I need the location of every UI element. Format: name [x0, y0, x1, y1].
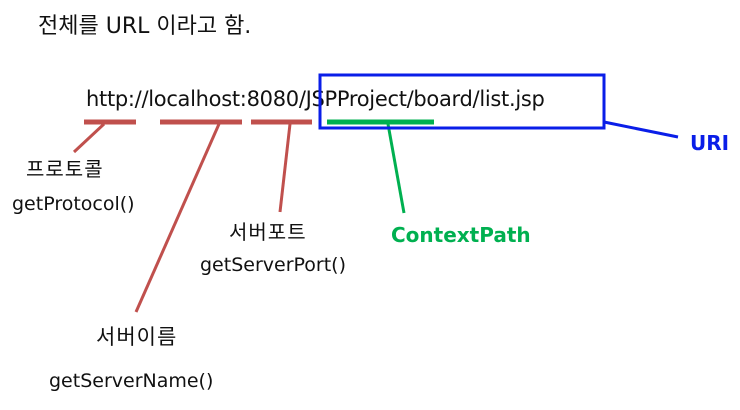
uri-connector	[603, 120, 679, 139]
server-port-label: 서버포트	[229, 220, 307, 244]
context-path-label: ContextPath	[391, 223, 531, 247]
protocol-connector	[72, 122, 106, 154]
server-name-method: getServerName()	[49, 370, 214, 392]
server-name-label: 서버이름	[96, 325, 178, 349]
diagram-title: 전체를 URL 이라고 함.	[38, 14, 252, 39]
uri-label: URI	[690, 131, 730, 155]
server-port-method: getServerPort()	[200, 254, 346, 276]
server-name-connector	[134, 123, 221, 313]
url-text: http://localhost:8080/JSPProject/board/l…	[86, 87, 545, 111]
server-port-connector	[278, 123, 292, 213]
protocol-label: 프로토콜	[26, 157, 104, 181]
uri-box	[318, 73, 606, 130]
context-path-connector	[386, 123, 406, 214]
protocol-method: getProtocol()	[12, 193, 135, 215]
